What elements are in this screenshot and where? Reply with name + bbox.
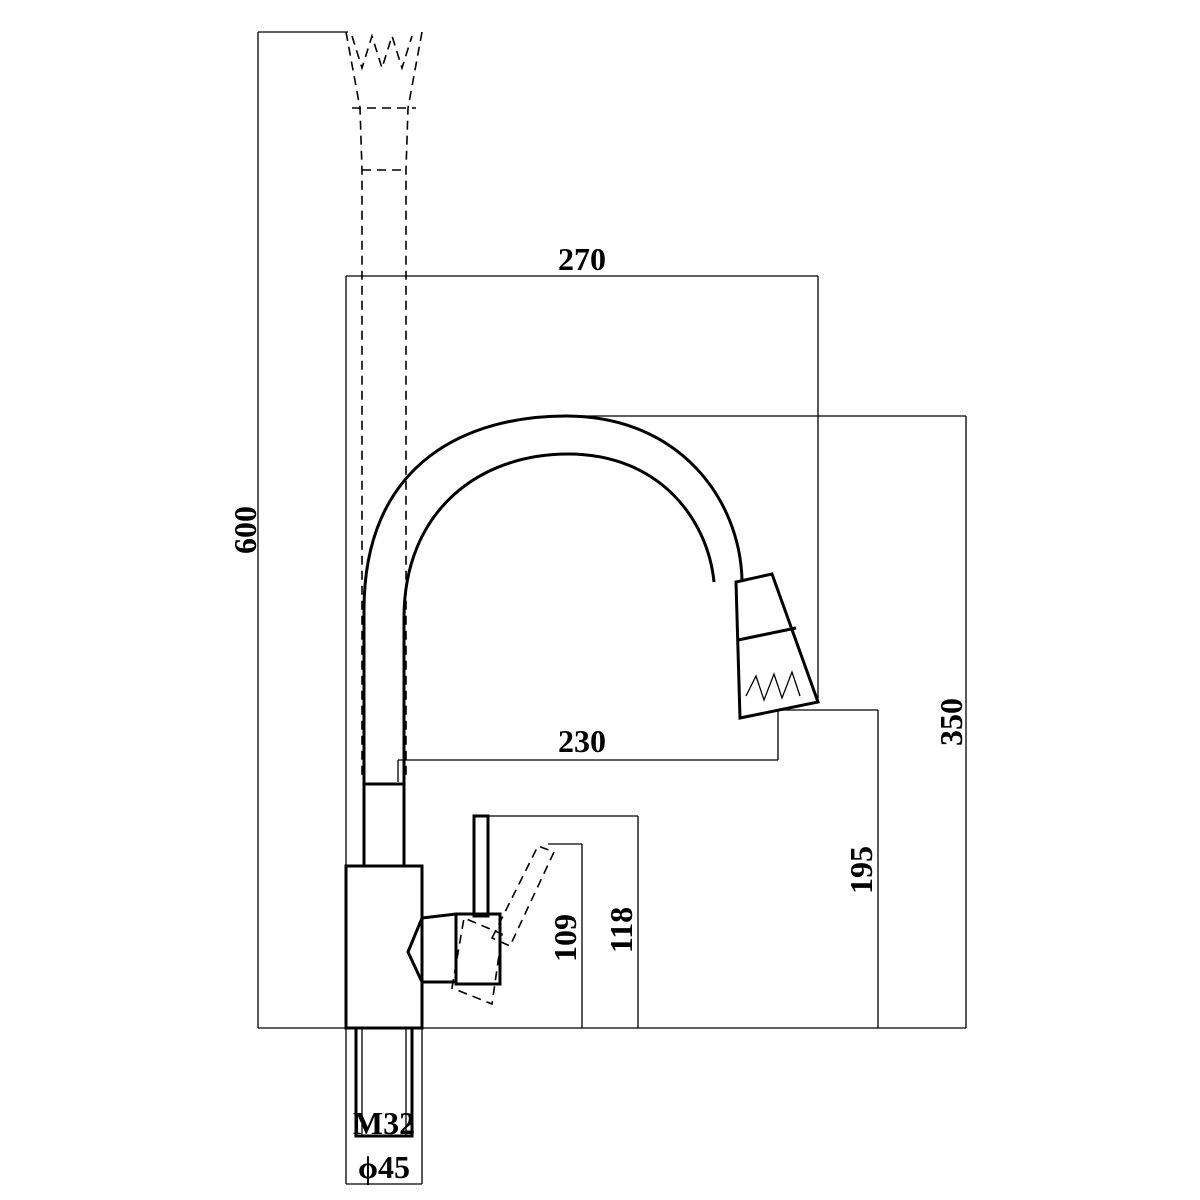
spout-collar <box>362 782 406 868</box>
label-base-diameter: ϕ45 <box>358 1149 410 1185</box>
label-total-height: 600 <box>227 506 263 554</box>
label-aerator-reach: 230 <box>558 723 606 759</box>
sprayer-dashed-right <box>405 31 423 780</box>
label-lever-pivot-height: 109 <box>547 914 583 962</box>
label-outlet-height: 195 <box>843 846 879 894</box>
sprayer-dashed-left <box>345 31 363 780</box>
handle-open-dashed <box>451 916 503 1006</box>
sprayer-dashed-nozzles <box>351 33 413 71</box>
pulled-out-sprayer-outline <box>345 31 423 780</box>
spray-head-nozzles <box>745 670 801 702</box>
dimension-lines <box>257 31 967 1185</box>
handle-hub <box>406 912 458 984</box>
spray-head-band <box>737 626 797 642</box>
spout-outer <box>362 414 744 784</box>
label-spout-reach: 270 <box>558 241 606 277</box>
spray-head <box>734 572 820 720</box>
lever-open-dashed <box>490 844 556 948</box>
label-thread: M32 <box>353 1105 415 1141</box>
faucet-outline <box>344 414 820 1138</box>
label-lever-height: 118 <box>603 907 639 953</box>
lever <box>472 814 490 918</box>
label-spout-height: 350 <box>933 698 969 746</box>
spout-inner <box>402 452 716 784</box>
threaded-shank <box>354 1026 414 1138</box>
